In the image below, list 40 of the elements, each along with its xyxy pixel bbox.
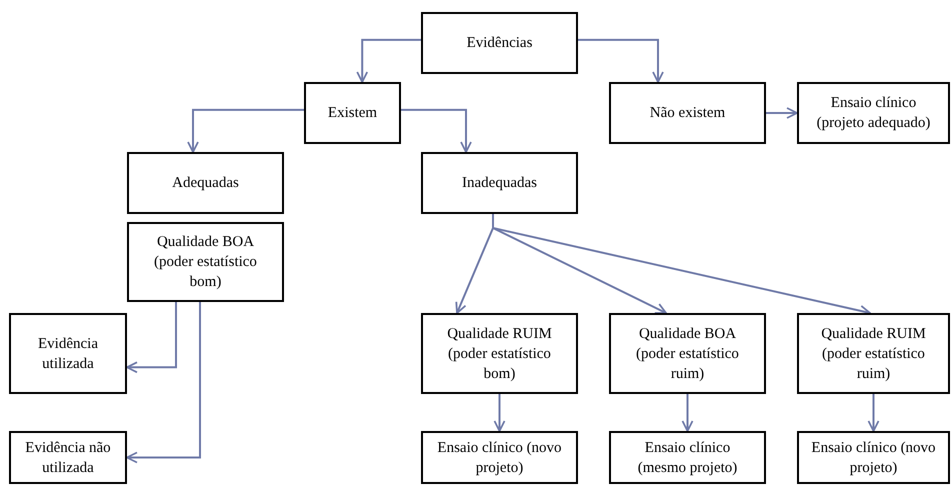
box-text: Evidências [466, 34, 532, 53]
process-box [609, 431, 766, 484]
arrow [682, 394, 694, 432]
arrow [868, 394, 880, 432]
box-text: Ensaio clínico (novo projeto) [810, 438, 937, 478]
box-text: Evidência não utilizada [24, 438, 112, 478]
box-text: Existem [328, 104, 378, 123]
process-box [127, 222, 284, 302]
box-text: Ensaio clínico (novo projeto) [436, 438, 563, 478]
box-text: Qualidade RUIM (poder estatístico ruim) [820, 324, 927, 384]
process-box [9, 313, 127, 394]
process-box [421, 12, 578, 74]
arrow [126, 302, 177, 374]
arrow [126, 302, 201, 464]
arrow [187, 108, 304, 153]
box-text: Não existem [650, 104, 726, 123]
box-text: Qualidade BOA (poder estatístico bom) [153, 233, 258, 292]
box-text: Inadequadas [462, 174, 537, 193]
process-box [797, 313, 950, 394]
arrow [578, 38, 664, 83]
box-text: Qualidade BOA (poder estatístico ruim) [635, 324, 740, 384]
process-box [421, 152, 578, 214]
box-text: Ensaio clínico (mesmo projeto) [636, 438, 738, 478]
box-text: Ensaio clínico (projeto adequado) [816, 94, 932, 133]
arrow [401, 108, 472, 153]
process-box [421, 313, 578, 394]
process-box [421, 431, 578, 484]
box-text: Qualidade RUIM (poder estatístico bom) [446, 324, 553, 384]
arrow [494, 394, 506, 432]
process-box [797, 431, 950, 484]
arrow [766, 107, 798, 119]
process-box [9, 431, 127, 484]
process-box [609, 313, 766, 394]
process-box [609, 82, 766, 144]
process-box [797, 82, 950, 144]
box-text: Adequadas [172, 174, 239, 193]
process-box [304, 82, 401, 144]
arrow [356, 38, 421, 83]
box-text: Evidência utilizada [37, 334, 99, 374]
process-box [127, 152, 284, 214]
